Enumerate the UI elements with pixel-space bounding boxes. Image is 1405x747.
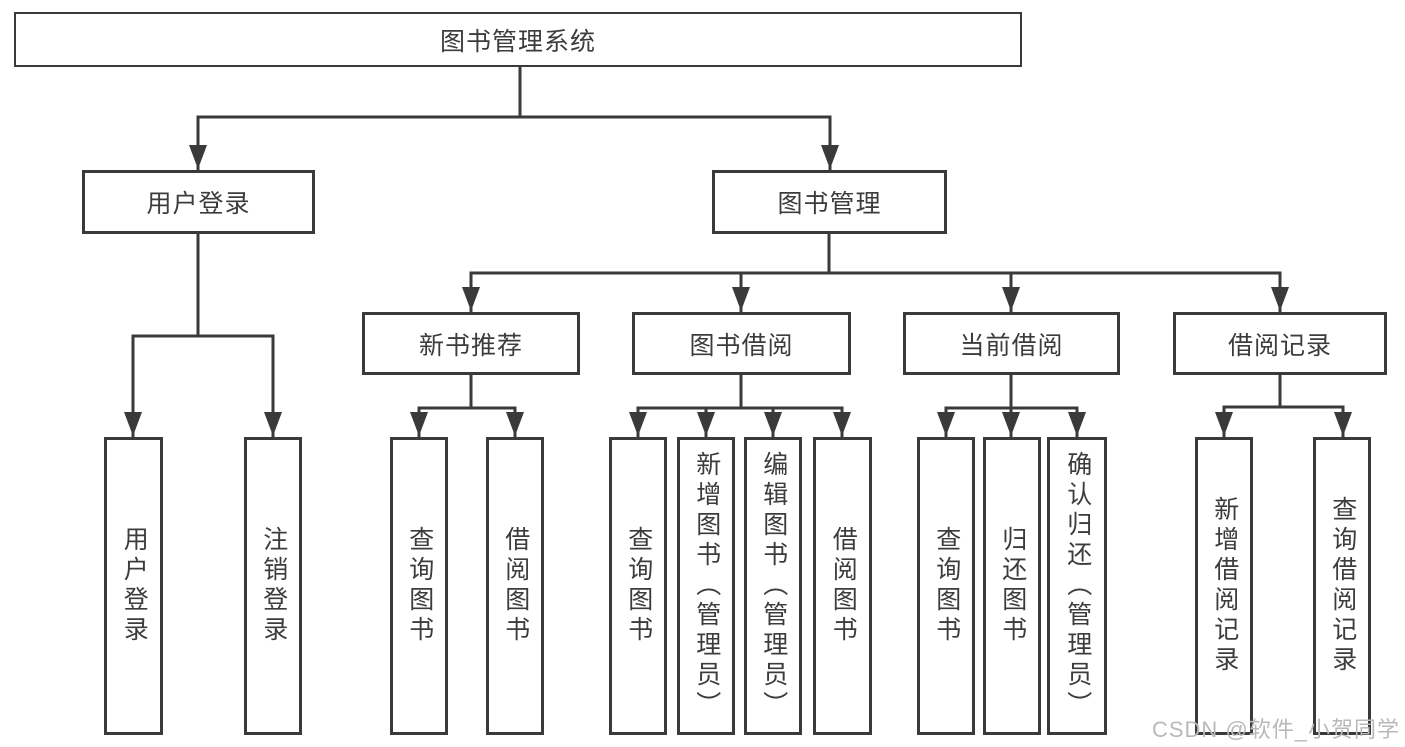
- leaf-borrow-add-books-admin-label: 新增图书（管理员）: [692, 451, 721, 721]
- leaf-records-add-record: 新增借阅记录: [1195, 437, 1253, 735]
- leaf-records-add-record-label: 新增借阅记录: [1210, 496, 1239, 676]
- node-user-login: 用户登录: [82, 170, 315, 234]
- leaf-borrow-add-books-admin: 新增图书（管理员）: [677, 437, 735, 735]
- leaf-user-login-label: 用户登录: [120, 526, 149, 646]
- node-library-system-label: 图书管理系统: [439, 27, 596, 56]
- leaf-current-confirm-return-admin-label: 确认归还（管理员）: [1063, 451, 1092, 721]
- leaf-current-query-books-label: 查询图书: [932, 526, 961, 646]
- leaf-user-login: 用户登录: [104, 437, 163, 735]
- leaf-borrow-edit-books-admin: 编辑图书（管理员）: [744, 437, 802, 735]
- node-current-borrowing: 当前借阅: [903, 312, 1120, 375]
- leaf-records-query-record-label: 查询借阅记录: [1328, 496, 1357, 676]
- leaf-logout: 注销登录: [244, 437, 302, 735]
- node-borrowing-records: 借阅记录: [1173, 312, 1387, 375]
- node-book-borrowing: 图书借阅: [632, 312, 851, 375]
- node-book-borrowing-label: 图书借阅: [689, 331, 794, 360]
- leaf-newbook-borrow-books-label: 借阅图书: [501, 526, 530, 646]
- node-current-borrowing-label: 当前借阅: [959, 331, 1064, 360]
- node-borrowing-records-label: 借阅记录: [1227, 331, 1332, 360]
- leaf-current-return-books-label: 归还图书: [998, 526, 1027, 646]
- leaf-records-query-record: 查询借阅记录: [1313, 437, 1371, 735]
- leaf-borrow-edit-books-admin-label: 编辑图书（管理员）: [759, 451, 788, 721]
- leaf-current-return-books: 归还图书: [983, 437, 1041, 735]
- leaf-borrow-borrow-books-label: 借阅图书: [829, 526, 858, 646]
- node-user-login-label: 用户登录: [146, 190, 251, 218]
- leaf-newbook-query-books: 查询图书: [390, 437, 448, 735]
- node-book-management: 图书管理: [712, 170, 947, 234]
- leaf-newbook-borrow-books: 借阅图书: [486, 437, 544, 735]
- leaf-borrow-query-books: 查询图书: [609, 437, 667, 735]
- node-new-book-recommend: 新书推荐: [362, 312, 580, 375]
- csdn-watermark: CSDN @软件_小贺同学: [1151, 717, 1400, 742]
- node-book-management-label: 图书管理: [777, 190, 882, 218]
- leaf-current-confirm-return-admin: 确认归还（管理员）: [1047, 437, 1107, 735]
- leaf-borrow-borrow-books: 借阅图书: [813, 437, 872, 735]
- node-new-book-recommend-label: 新书推荐: [418, 331, 523, 360]
- leaf-borrow-query-books-label: 查询图书: [624, 526, 653, 646]
- node-library-system: 图书管理系统: [14, 12, 1022, 67]
- leaf-newbook-query-books-label: 查询图书: [405, 526, 434, 646]
- leaf-current-query-books: 查询图书: [917, 437, 975, 735]
- leaf-logout-label: 注销登录: [259, 526, 288, 646]
